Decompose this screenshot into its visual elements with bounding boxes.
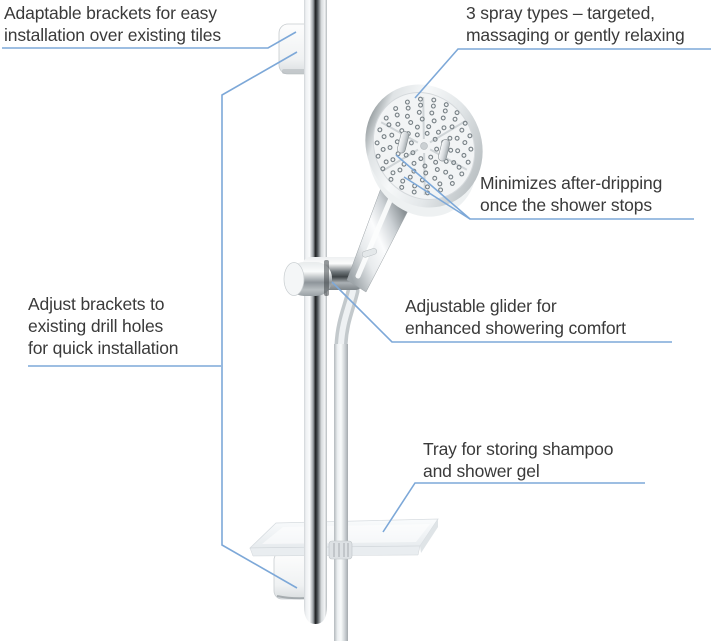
annotation-spray-types: 3 spray types – targeted, massaging or g…	[466, 3, 685, 47]
annotation-line: Adjustable glider for	[405, 296, 557, 316]
hand-shower-handle	[346, 179, 413, 293]
leader-adaptable-brackets	[2, 31, 297, 49]
annotation-line: installation over existing tiles	[4, 24, 221, 45]
annotation-line: existing drill holes	[28, 315, 164, 336]
annotation-line: for quick installation	[28, 337, 179, 358]
leader-lines	[2, 31, 711, 589]
annotation-adjustable-glider: Adjustable glider for enhanced showering…	[405, 296, 626, 340]
leader-adjust-brackets-vertical	[221, 51, 298, 589]
hand-shower-head	[365, 84, 483, 217]
annotation-line: massaging or gently relaxing	[466, 24, 685, 45]
annotation-line: Adjust brackets to	[28, 294, 165, 314]
annotation-line: Tray for storing shampoo	[423, 439, 614, 459]
spray-selector-button-upper	[397, 131, 410, 154]
leader-after-dripping-2	[403, 176, 471, 220]
brand-logo-pill	[361, 248, 378, 258]
leader-adjustable-glider	[331, 281, 672, 343]
spray-face-center	[420, 142, 428, 150]
annotation-line: and shower gel	[423, 460, 540, 481]
annotation-line: once the shower stops	[480, 194, 652, 215]
annotation-after-dripping: Minimizes after-dripping once the shower…	[480, 173, 662, 217]
annotation-tray: Tray for storing shampoo and shower gel	[423, 439, 613, 483]
tray-mounting-collar	[328, 540, 353, 560]
annotation-line: Minimizes after-dripping	[480, 173, 663, 193]
leader-tray	[382, 482, 645, 533]
annotation-line: Adaptable brackets for easy	[4, 3, 217, 23]
annotation-adaptable-brackets: Adaptable brackets for easy installation…	[4, 3, 221, 47]
glider-holder	[283, 257, 364, 296]
annotation-adjust-brackets: Adjust brackets to existing drill holes …	[28, 294, 179, 359]
annotation-line: enhanced showering comfort	[405, 317, 626, 338]
spray-selector-button-lower	[438, 139, 451, 162]
leader-spray-types	[414, 48, 711, 99]
annotation-line: 3 spray types – targeted,	[466, 3, 655, 23]
shower-hose	[334, 284, 360, 641]
shower-rail	[304, 0, 327, 624]
